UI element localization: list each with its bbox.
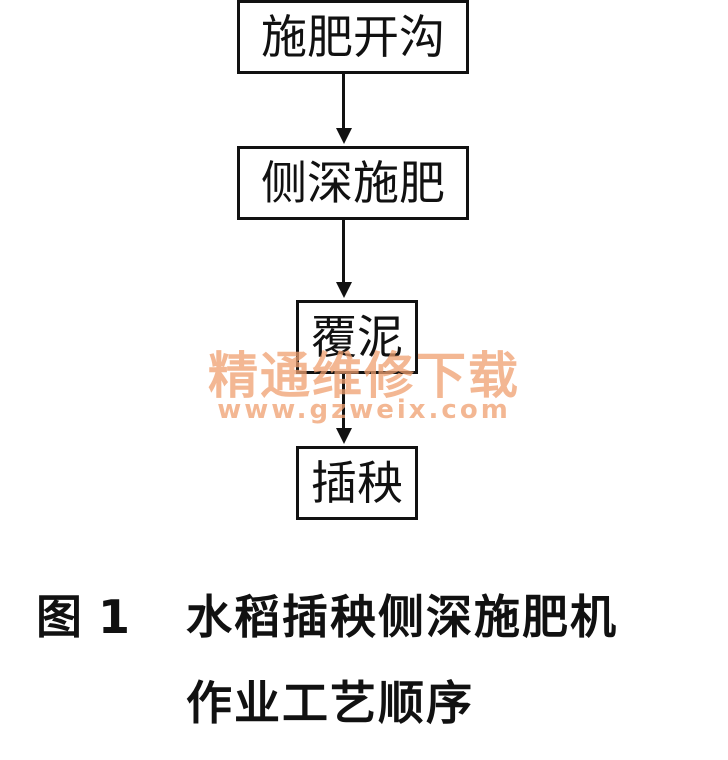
figure-title-line1: 水稻插秧侧深施肥机 xyxy=(186,590,618,644)
step-box-cover-mud: 覆泥 xyxy=(296,300,418,374)
arrow-1 xyxy=(342,74,345,130)
figure-title-line2: 作业工艺顺序 xyxy=(186,676,474,730)
watermark-url: www.gzweix.com xyxy=(217,395,511,425)
figure-label: 图 1 xyxy=(36,590,131,644)
step-box-fertilize-furrow: 施肥开沟 xyxy=(237,0,469,74)
arrow-2 xyxy=(342,220,345,284)
arrow-3 xyxy=(342,374,345,430)
step-box-transplant: 插秧 xyxy=(296,446,418,520)
step-box-side-deep-fertilize: 侧深施肥 xyxy=(237,146,469,220)
